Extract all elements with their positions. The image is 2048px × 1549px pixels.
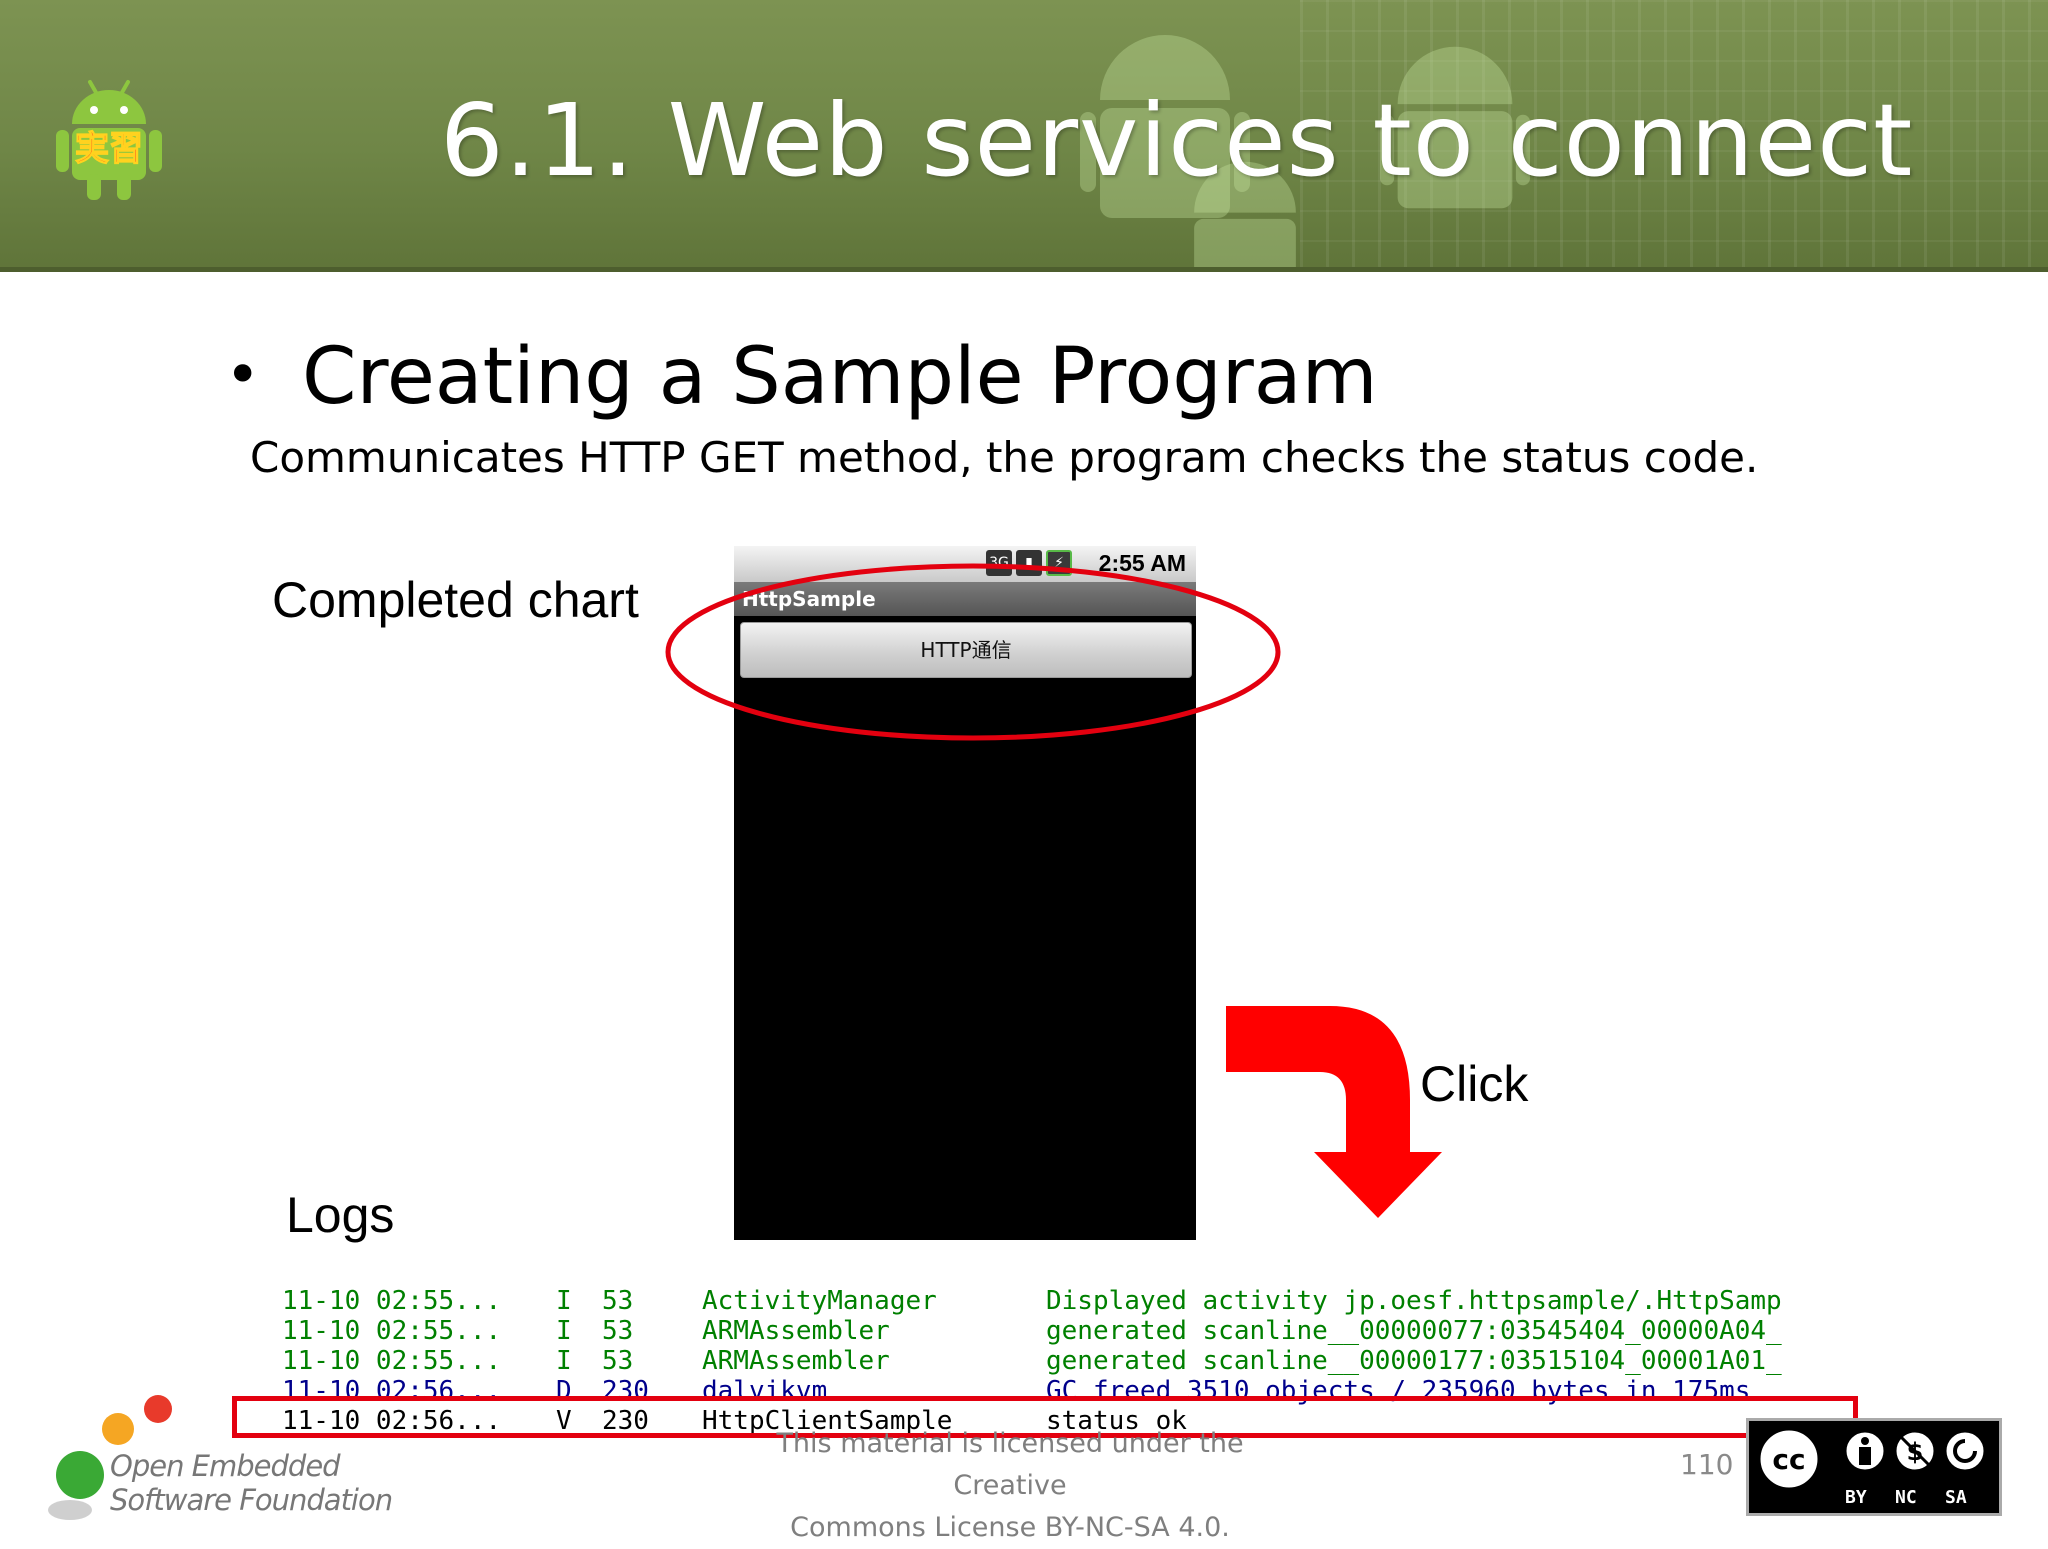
log-level: I bbox=[556, 1346, 572, 1376]
log-level: V bbox=[556, 1406, 572, 1436]
cc-sa-label: SA bbox=[1945, 1487, 1967, 1508]
android-logo-icon: 実習 bbox=[56, 80, 162, 200]
license-line-1: This material is licensed under the Crea… bbox=[776, 1428, 1244, 1501]
oesf-line-1: Open Embedded bbox=[110, 1449, 341, 1483]
log-tag: ARMAssembler bbox=[702, 1346, 890, 1376]
app-title-bar: HttpSample bbox=[734, 582, 1196, 616]
cc-by-label: BY bbox=[1845, 1487, 1867, 1508]
cc-text: cc bbox=[1772, 1443, 1805, 1476]
status-clock: 2:55 AM bbox=[1098, 550, 1186, 576]
log-message: generated scanline__00000077:03545404_00… bbox=[1046, 1316, 1782, 1346]
log-level: I bbox=[556, 1286, 572, 1316]
phone-screenshot: 3G ▮ ⚡ 2:55 AM HttpSample HTTP通信 bbox=[734, 546, 1196, 1240]
slide-header: 6.1. Web services to connect bbox=[0, 0, 2048, 272]
curved-arrow-icon bbox=[1226, 1006, 1442, 1218]
logo-text: 実習 bbox=[75, 129, 143, 169]
logs-label: Logs bbox=[286, 1187, 395, 1243]
log-pid: 230 bbox=[602, 1406, 649, 1436]
android-watermark-icon bbox=[1380, 46, 1530, 209]
circuit-board-pattern bbox=[1300, 0, 2048, 272]
log-message: generated scanline__00000177:03515104_00… bbox=[1046, 1346, 1782, 1376]
slide-number: 110 bbox=[1680, 1448, 1734, 1481]
click-label: Click bbox=[1420, 1056, 1529, 1112]
oesf-line-2: Software Foundation bbox=[110, 1483, 393, 1517]
cc-icon: cc $ bbox=[1757, 1427, 1987, 1489]
header-divider bbox=[0, 267, 2048, 272]
log-time: 11-10 02:56... bbox=[282, 1406, 502, 1436]
log-message: Displayed activity jp.oesf.httpsample/.H… bbox=[1046, 1286, 1782, 1316]
oesf-bubbles-icon bbox=[48, 1395, 172, 1520]
bullet-marker: • bbox=[225, 340, 261, 410]
license-notice: This material is licensed under the Crea… bbox=[720, 1423, 1300, 1549]
android-watermark-icon bbox=[1194, 161, 1296, 272]
android-watermark-icon bbox=[1080, 35, 1250, 218]
log-level: I bbox=[556, 1316, 572, 1346]
log-pid: 53 bbox=[602, 1346, 634, 1376]
log-pid: 230 bbox=[602, 1376, 649, 1406]
log-tag: dalvikvm bbox=[702, 1376, 828, 1406]
oesf-logo: Open Embedded Software Foundation bbox=[40, 1395, 400, 1525]
bullet-heading: Creating a Sample Program bbox=[302, 332, 1378, 422]
description-text: Communicates HTTP GET method, the progra… bbox=[250, 433, 1759, 482]
log-message: GC freed 3510 objects / 235960 bytes in … bbox=[1046, 1376, 1751, 1406]
log-tag: ActivityManager bbox=[702, 1286, 937, 1316]
license-line-2: Commons License BY-NC-SA 4.0. bbox=[790, 1512, 1230, 1543]
slide-title: 6.1. Web services to connect bbox=[440, 82, 1914, 199]
log-tag: ARMAssembler bbox=[702, 1316, 890, 1346]
log-message: status ok bbox=[1046, 1406, 1187, 1436]
log-tag: HttpClientSample bbox=[702, 1406, 953, 1436]
highlight-rectangle bbox=[232, 1396, 1858, 1438]
completed-chart-label: Completed chart bbox=[272, 572, 639, 628]
log-time: 11-10 02:55... bbox=[282, 1286, 502, 1316]
cc-license-badge: cc $ BY NC SA bbox=[1746, 1418, 2002, 1516]
log-time: 11-10 02:55... bbox=[282, 1346, 502, 1376]
log-time: 11-10 02:55... bbox=[282, 1316, 502, 1346]
highlight-ellipse bbox=[665, 563, 1281, 741]
log-pid: 53 bbox=[602, 1286, 634, 1316]
log-time: 11-10 02:56... bbox=[282, 1376, 502, 1406]
signal-icon: ▮ bbox=[1016, 550, 1042, 576]
log-pid: 53 bbox=[602, 1316, 634, 1346]
http-request-button[interactable]: HTTP通信 bbox=[740, 622, 1192, 678]
cc-nc-label: NC bbox=[1895, 1487, 1917, 1508]
